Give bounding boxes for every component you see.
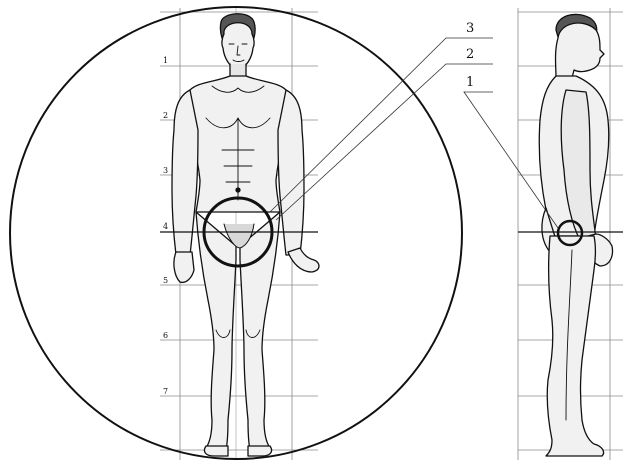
front-hand-right [288,248,319,272]
front-figure [172,14,319,456]
front-navel [236,188,240,192]
scale-mark-5: 5 [163,276,168,285]
callout-label-1: 1 [466,75,474,90]
side-leg [546,236,604,456]
callout-leaders [270,38,558,228]
callout-leader-2 [276,64,493,220]
front-arm-right [278,90,304,255]
callout-label-2: 2 [466,47,474,62]
scale-mark-3: 3 [163,166,168,175]
scale-mark-1: 1 [163,56,168,65]
callout-label-3: 3 [466,21,474,36]
scale-mark-4: 4 [163,222,168,231]
scale-mark-7: 7 [163,387,168,396]
scale-mark-6: 6 [163,331,168,340]
side-figure [539,14,612,456]
scale-mark-2: 2 [163,111,168,120]
front-hand-left [174,252,194,282]
front-feet [204,446,271,456]
front-arm-left [172,90,198,255]
side-head [556,23,605,78]
scale-marks: 1 2 3 4 5 6 7 [163,56,168,396]
